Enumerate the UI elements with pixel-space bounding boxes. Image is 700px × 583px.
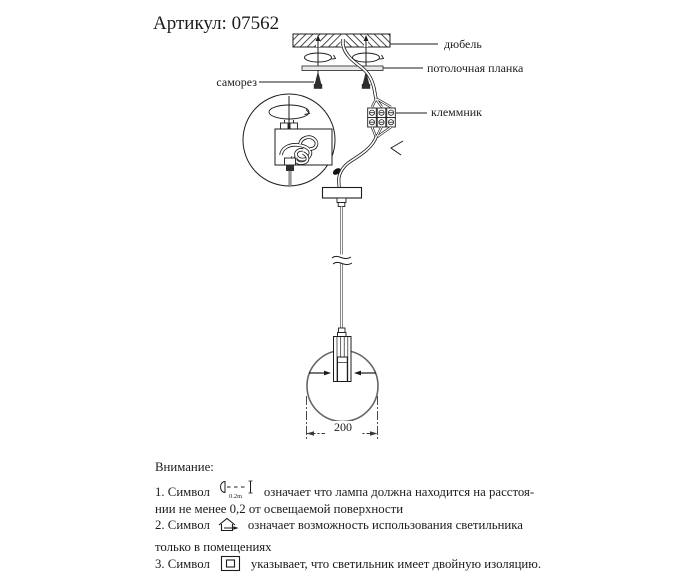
dowel-screws (304, 35, 385, 66)
pointer-mark (390, 140, 404, 156)
supply-wire (341, 39, 392, 109)
ceiling-plate (301, 65, 384, 71)
ceiling-canopy (321, 186, 363, 207)
cord-knot (332, 168, 341, 175)
cord-to-canopy (332, 126, 392, 189)
suspension-cable (331, 206, 353, 329)
label-terminal: клеммник (431, 105, 483, 119)
label-dowel: дюбель (444, 37, 482, 51)
label-screw: саморез (216, 75, 257, 89)
detail-view-circle (242, 93, 336, 187)
lamp-pendant (306, 327, 379, 423)
dimension-label: 200 (325, 421, 361, 434)
insert-arrows (309, 370, 376, 376)
terminal-block (367, 107, 396, 128)
page-title: Артикул: 07562 (153, 13, 280, 34)
self-tapping-screws (313, 70, 371, 89)
label-ceiling-plate: потолочная планка (427, 61, 524, 75)
leader-lines (259, 43, 438, 114)
